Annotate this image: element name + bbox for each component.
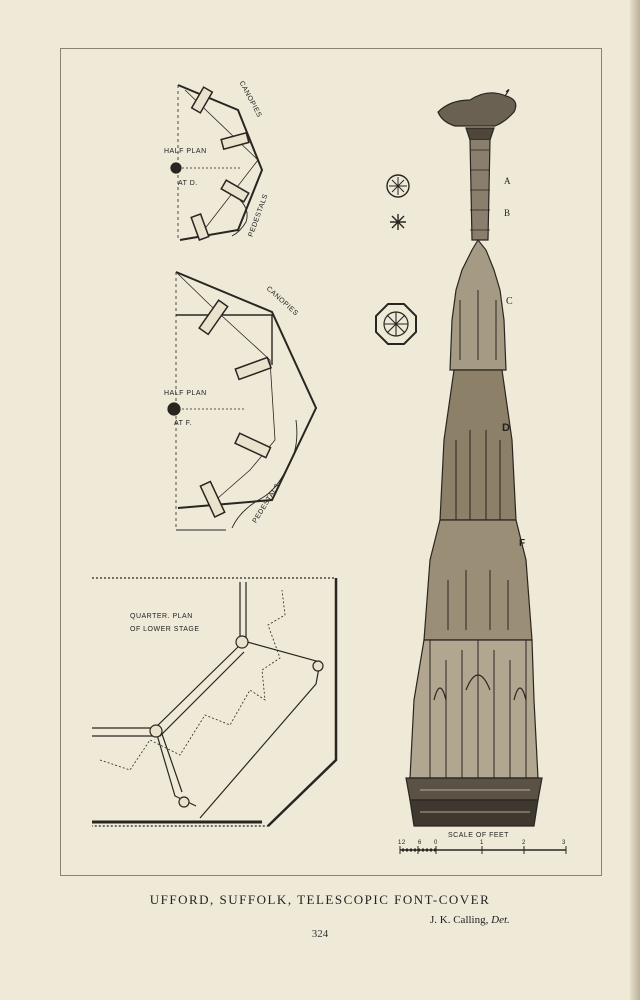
scale-tick-label: 3 (562, 840, 566, 846)
scale-bar-drawing (399, 846, 567, 854)
half-plan-f-drawing (167, 271, 318, 531)
spire-drawing (405, 89, 543, 827)
plan-d-title-line1: HALF PLAN (164, 148, 207, 155)
plan-d-title-line2: AT D. (178, 180, 198, 187)
spire-letter-f: F (519, 538, 526, 549)
artist-credit: J. K. Calling, Det. (430, 914, 510, 926)
quarter-plan-drawing (92, 577, 338, 827)
artist-name: J. K. Calling, (430, 914, 489, 926)
scale-tick-label: 12 (398, 840, 406, 846)
quarter-plan-title-line1: QUARTER. PLAN (130, 613, 193, 620)
plan-f-title-line1: HALF PLAN (164, 390, 207, 397)
half-plan-d-drawing (170, 84, 264, 241)
book-spine-edge (630, 0, 640, 1000)
plate-border (60, 48, 602, 876)
plate-caption: UFFORD, SUFFOLK, TELESCOPIC FONT-COVER (149, 892, 491, 907)
spire-letter-d: D (502, 422, 511, 434)
spire-letter-c: C (506, 296, 514, 307)
artist-credit-suffix: Det. (491, 914, 510, 926)
scale-tick-label: 6 (418, 840, 422, 846)
scale-tick-label: 0 (434, 840, 438, 846)
page-number: 324 (311, 928, 329, 940)
scale-tick-label: 2 (522, 840, 526, 846)
quarter-plan-title-line2: OF LOWER STAGE (130, 626, 200, 633)
scale-tick-label: 1 (480, 840, 484, 846)
rosette-drawings (375, 174, 417, 345)
plan-f-title-line2: AT F. (174, 420, 193, 427)
spire-letter-a: A (504, 176, 511, 186)
scale-title: SCALE OF FEET (448, 832, 509, 839)
spire-letter-b: B (504, 208, 511, 218)
